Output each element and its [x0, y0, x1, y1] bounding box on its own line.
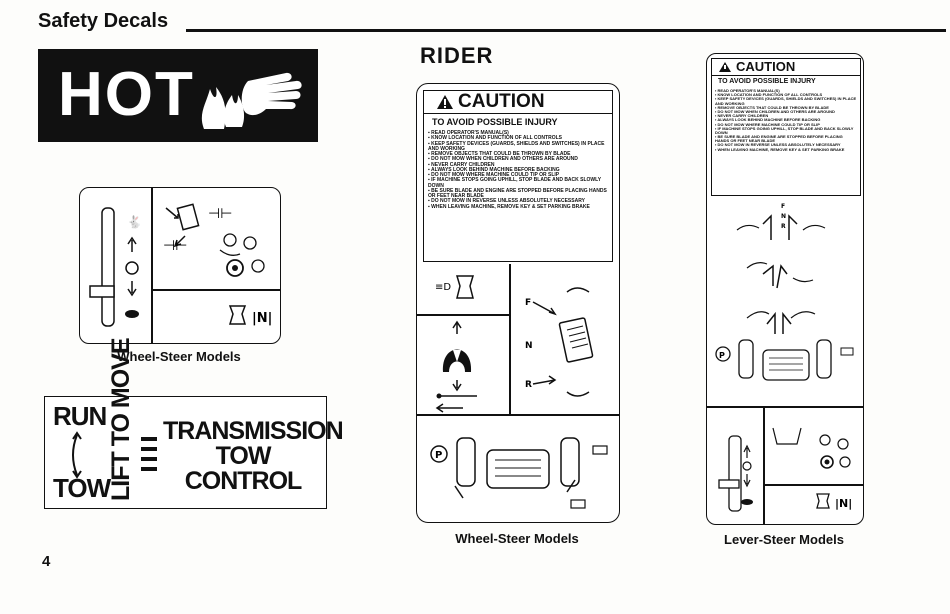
caution-rule: ▪ REMOVE OBJECTS THAT COULD BE THROWN BY…: [715, 104, 829, 110]
wheel-icon: [456, 437, 476, 487]
caution-rule: ▪ IF MACHINE STOPS GOING UPHILL, STOP BL…: [715, 125, 854, 135]
pedal-icon: [176, 203, 200, 231]
lever-steer-decal: CAUTION TO AVOID POSSIBLE INJURY ▪ READ …: [706, 53, 864, 525]
seat-icon: [762, 349, 810, 381]
caution-rule: ▪ KNOW LOCATION AND FUNCTION OF ALL CONT…: [715, 92, 823, 98]
caution-subheading: TO AVOID POSSIBLE INJURY: [718, 78, 816, 85]
caution-rule: ▪ KEEP SAFETY DEVICES (GUARDS, SHIELDS A…: [428, 140, 605, 152]
seat-icon: [486, 449, 550, 489]
run-tow-arrow-icon: [72, 431, 82, 479]
lever-steer-symbols: F N R P |N|: [715, 203, 854, 512]
lever-neutral-label: N: [781, 213, 786, 220]
caution-rule: ▪ DO NOT MOW WHERE MACHINE COULD TIP OR …: [715, 121, 820, 127]
control-label: CONTROL: [184, 467, 303, 495]
caution-heading: CAUTION: [458, 91, 545, 112]
caution-rule: ▪ NEVER CARRY CHILDREN: [428, 161, 495, 168]
wheel-icon: [560, 437, 580, 487]
foot-pedal-icon: [558, 317, 594, 363]
park-icon: [430, 445, 448, 463]
caution-rules-list: ▪ READ OPERATOR'S MANUAL(S) ▪ KNOW LOCAT…: [715, 88, 857, 152]
warning-triangle-icon: [719, 62, 731, 72]
lever-reverse-label: R: [781, 223, 786, 230]
wheel-steer-caption: Wheel-Steer Models: [117, 349, 241, 364]
turtle-icon: [125, 310, 139, 318]
wheel-icon: [738, 339, 754, 379]
warning-triangle-icon: [437, 95, 453, 109]
caution-rule: ▪ ALWAYS LOOK BEHIND MACHINE BEFORE BACK…: [715, 117, 821, 123]
caution-rule: ▪ READ OPERATOR'S MANUAL(S): [428, 130, 509, 136]
flame-icon: [201, 87, 226, 129]
wheel-icon: [816, 339, 832, 379]
caution-rule: ▪ BE SURE BLADE AND ENGINE ARE STOPPED B…: [715, 134, 843, 144]
caution-rule: ▪ IF MACHINE STOPS GOING UPHILL, STOP BL…: [428, 177, 601, 189]
rider-caption: Wheel-Steer Models: [455, 531, 579, 546]
arrow-down-icon: [127, 281, 137, 297]
reverse-label: R: [525, 380, 532, 390]
lever-steer-caption: Lever-Steer Models: [724, 532, 844, 547]
svg-text:P: P: [719, 351, 725, 360]
neutral-icon: |N|: [835, 497, 852, 510]
neutral-label: N: [525, 341, 533, 351]
choke-icon: [742, 461, 752, 471]
rider-decal: CAUTION TO AVOID POSSIBLE INJURY ▪ READ …: [416, 83, 620, 523]
rabbit-icon: 🐇: [127, 215, 142, 229]
caution-rule: ▪ NEVER CARRY CHILDREN: [715, 113, 769, 119]
caution-rule: ▪ KEEP SAFETY DEVICES (GUARDS, SHIELDS A…: [715, 96, 857, 106]
caution-rule: ▪ DO NOT MOW IN REVERSE UNLESS ABSOLUTEL…: [428, 198, 585, 205]
page-number: 4: [42, 553, 51, 570]
header-rule: [186, 29, 946, 32]
rider-symbols: ≡D F N R P: [430, 275, 608, 509]
svg-text:≡D: ≡D: [435, 282, 451, 293]
rider-caution-box: CAUTION TO AVOID POSSIBLE INJURY ▪ READ …: [423, 90, 613, 262]
pto-icon: [816, 493, 830, 509]
neutral-icon: |N|: [252, 311, 272, 326]
hot-label: HOT: [58, 60, 195, 129]
wheel-steer-symbols: 🐇 ⊣⊢ ⊣⊢ |N|: [89, 203, 272, 327]
caution-rules-list: ▪ READ OPERATOR'S MANUAL(S) ▪ KNOW LOCAT…: [428, 130, 610, 210]
wheel-steer-decal: 🐇 ⊣⊢ ⊣⊢ |N|: [79, 187, 281, 344]
caution-rule: ▪ DO NOT MOW WHEN CHILDREN AND OTHERS AR…: [428, 156, 578, 163]
throttle-lever-icon: [718, 479, 740, 489]
tow-word-label: TOW: [215, 442, 272, 470]
caution-rule: ▪ DO NOT MOW IN REVERSE UNLESS ABSOLUTEL…: [715, 142, 841, 148]
lift-bars-icon: [141, 437, 157, 471]
throttle-lever-icon: [89, 285, 115, 298]
caution-rule: ▪ BE SURE BLADE AND ENGINE ARE STOPPED B…: [428, 187, 607, 199]
lever-forward-label: F: [781, 203, 785, 210]
caution-rule: ▪ ALWAYS LOOK BEHIND MACHINE BEFORE BACK…: [428, 166, 560, 173]
section-title: Safety Decals: [38, 10, 169, 32]
caution-subheading: TO AVOID POSSIBLE INJURY: [432, 117, 558, 127]
ignition-key-icon: [820, 455, 834, 469]
ignition-key-icon: [226, 259, 244, 277]
caution-rule: ▪ REMOVE OBJECTS THAT COULD BE THROWN BY…: [428, 151, 571, 157]
rider-title: RIDER: [420, 43, 494, 68]
choke-icon: [125, 261, 139, 275]
flame-hand-icon: [201, 72, 302, 129]
svg-text:⊣⊢: ⊣⊢: [163, 238, 187, 254]
hand-icon: [241, 72, 302, 116]
caution-rule: ▪ DO NOT MOW WHEN CHILDREN AND OTHERS AR…: [715, 108, 835, 114]
svg-text:P: P: [435, 450, 442, 461]
caution-rule: ▪ KNOW LOCATION AND FUNCTION OF ALL CONT…: [428, 135, 562, 142]
tow-label: TOW: [53, 473, 111, 503]
svg-text:⊣⊢: ⊣⊢: [208, 206, 232, 222]
arrow-up-icon: [452, 320, 462, 334]
arrow-up-icon: [127, 236, 137, 252]
forward-label: F: [525, 298, 531, 308]
turtle-icon: [741, 499, 753, 505]
run-label: RUN: [53, 401, 107, 431]
caution-rule: ▪ WHEN LEAVING MACHINE, REMOVE KEY & SET…: [428, 203, 590, 210]
caution-rule: ▪ READ OPERATOR'S MANUAL(S): [715, 88, 780, 93]
caution-rule: ▪ DO NOT MOW WHERE MACHINE COULD TIP OR …: [428, 172, 560, 178]
hot-decal: HOT: [38, 49, 318, 142]
lift-to-move-label: LIFT TO MOVE: [107, 338, 135, 501]
caution-heading: CAUTION: [736, 59, 796, 74]
caution-rule: ▪ WHEN LEAVING MACHINE, REMOVE KEY & SET…: [715, 146, 845, 152]
lever-caution-box: CAUTION TO AVOID POSSIBLE INJURY ▪ READ …: [711, 58, 861, 196]
pto-icon: [455, 275, 475, 299]
transmission-label: TRANSMISSION: [163, 417, 344, 445]
pto-icon: [228, 305, 247, 325]
transmission-tow-decal: RUN TOW LIFT TO MOVE TRANSMISSION TOW CO…: [44, 338, 344, 509]
park-icon: [715, 346, 731, 362]
